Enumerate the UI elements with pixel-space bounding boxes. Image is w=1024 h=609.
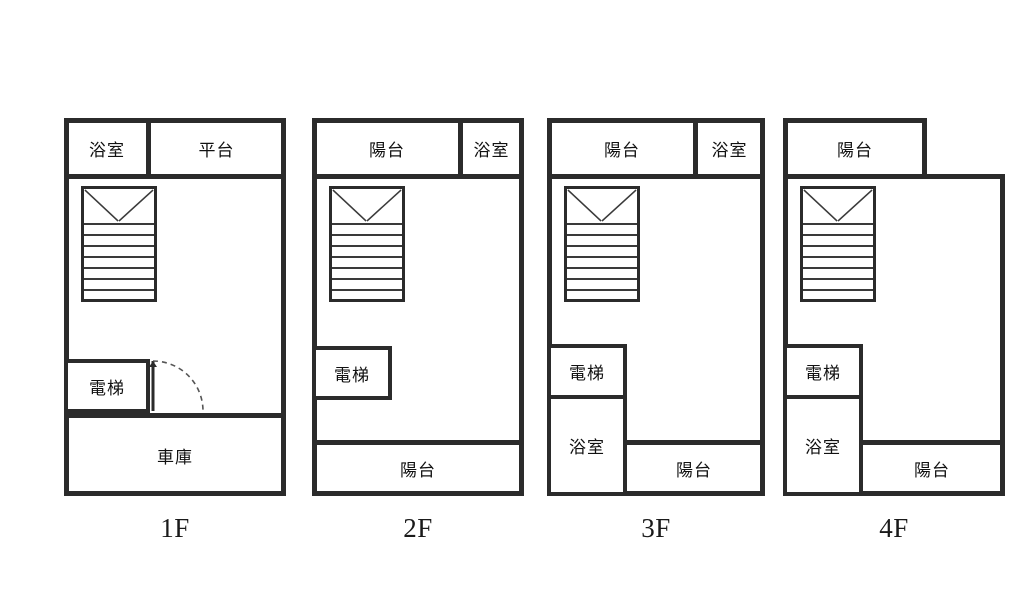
4f-room-balcony-top: 陽台	[787, 122, 923, 174]
1f-room-bathroom-label: 浴室	[89, 140, 125, 161]
floorplan-3f: 陽台 浴室 電梯 浴室 陽台	[547, 118, 765, 543]
1f-room-bathroom: 浴室	[68, 122, 146, 174]
3f-room-balcony-bottom: 陽台	[627, 445, 761, 492]
4f-room-balcony-top-label: 陽台	[837, 140, 873, 161]
floorplan-1f: 浴室 平台 電梯 車庫	[64, 118, 286, 543]
floorplan-2f: 陽台 浴室 電梯 陽台 2F	[312, 118, 524, 543]
1f-room-garage: 車庫	[68, 418, 282, 492]
4f-room-balcony-bottom: 陽台	[863, 445, 1001, 492]
2f-top-band-vertical-divider	[458, 118, 463, 174]
3f-staircase	[564, 186, 640, 302]
1f-room-garage-label: 車庫	[157, 447, 193, 468]
3f-top-band-vertical-divider	[693, 118, 698, 174]
2f-room-balcony-top: 陽台	[316, 122, 458, 174]
3f-room-bathroom-top-label: 浴室	[711, 140, 748, 161]
3f-room-elevator: 電梯	[551, 344, 627, 399]
2f-balcony-bottom-divider	[312, 440, 524, 445]
3f-outer-wall	[547, 118, 765, 496]
1f-outer-wall	[64, 118, 286, 496]
4f-room-bathroom-label: 浴室	[805, 438, 841, 458]
1f-garage-divider	[64, 413, 286, 418]
2f-room-bathroom-label: 浴室	[473, 140, 510, 161]
1f-staircase	[81, 186, 157, 302]
3f-room-bathroom-bottom: 浴室	[551, 399, 627, 492]
2f-room-balcony-bottom-label: 陽台	[400, 461, 436, 481]
1f-room-elevator: 電梯	[68, 359, 150, 413]
3f-room-balcony-top: 陽台	[551, 122, 693, 174]
floorplan-4f: 陽台 電梯 浴室 陽台 4F	[783, 118, 1005, 543]
3f-room-balcony-top-label: 陽台	[604, 140, 640, 161]
2f-room-bathroom: 浴室	[463, 122, 520, 174]
2f-staircase	[329, 186, 405, 302]
2f-room-elevator: 電梯	[316, 346, 392, 400]
1f-room-platform: 平台	[151, 122, 282, 174]
1f-room-platform-label: 平台	[198, 140, 235, 161]
3f-room-elevator-label: 電梯	[569, 364, 605, 384]
4f-balcony-bottom-divider	[859, 440, 1005, 445]
1f-top-band-vertical-divider	[146, 118, 151, 174]
3f-top-band-divider	[547, 174, 765, 179]
4f-room-bathroom: 浴室	[787, 399, 863, 492]
1f-floor-label: 1F	[160, 513, 190, 543]
2f-room-elevator-label: 電梯	[334, 365, 370, 386]
3f-balcony-bottom-divider	[623, 440, 765, 445]
4f-floor-label: 4F	[879, 513, 909, 543]
3f-room-bathroom-bottom-label: 浴室	[569, 438, 605, 458]
3f-floor-label: 3F	[641, 513, 671, 543]
4f-room-elevator-label: 電梯	[805, 364, 841, 384]
1f-door-swing	[149, 359, 210, 417]
3f-room-balcony-bottom-label: 陽台	[676, 461, 712, 481]
2f-room-balcony-top-label: 陽台	[369, 140, 405, 161]
1f-room-elevator-label: 電梯	[89, 378, 125, 399]
3f-room-bathroom-top: 浴室	[698, 122, 761, 174]
2f-floor-label: 2F	[403, 513, 433, 543]
2f-top-band-divider	[312, 174, 524, 179]
4f-balcony-top-outline	[783, 118, 927, 179]
4f-room-balcony-bottom-label: 陽台	[914, 461, 950, 481]
2f-outer-wall	[312, 118, 524, 496]
4f-staircase	[800, 186, 876, 302]
4f-room-elevator: 電梯	[787, 344, 863, 399]
1f-top-band-divider	[64, 174, 286, 179]
2f-room-balcony-bottom: 陽台	[316, 445, 520, 492]
